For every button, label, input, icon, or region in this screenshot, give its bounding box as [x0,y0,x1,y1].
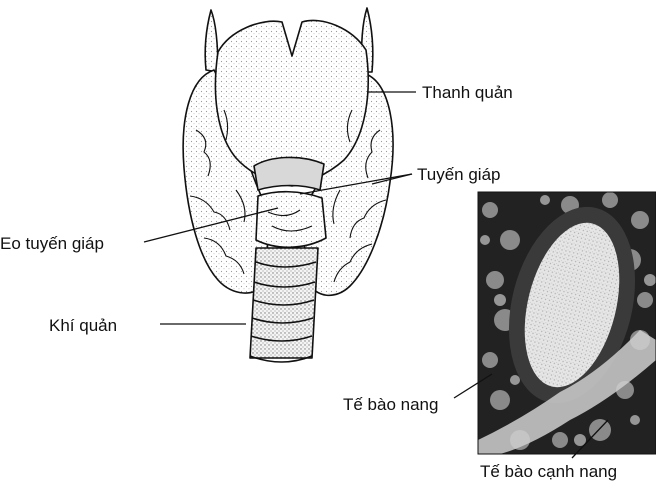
label-parafollicular-cells: Tế bào cạnh nang [480,462,617,481]
label-trachea: Khí quản [49,316,117,335]
cricoid-cartilage [254,157,324,190]
trachea-rings [250,248,318,362]
label-larynx: Thanh quản [422,83,513,102]
thyroid-anatomy-illustration [183,8,393,362]
thyroid-histology-micrograph [478,192,656,454]
label-thyroid-gland: Tuyến giáp [417,165,500,184]
label-isthmus: Eo tuyến giáp [0,234,104,253]
isthmus [256,192,326,248]
label-follicular-cells: Tế bào nang [343,395,438,414]
